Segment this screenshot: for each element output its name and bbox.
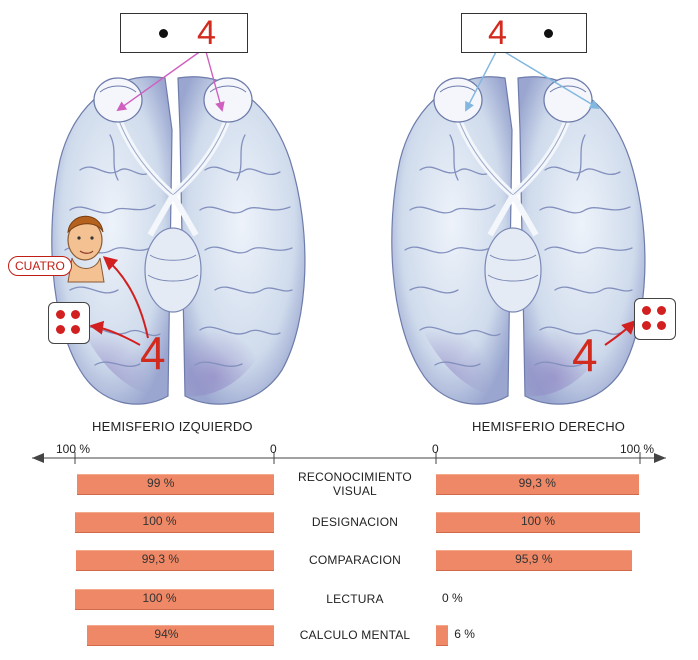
right-brainstem [485, 228, 541, 312]
scale-right-zero: 0 [432, 442, 439, 456]
right-hemisphere-label: HEMISFERIO DERECHO [472, 419, 625, 434]
left-hemisphere-label: HEMISFERIO IZQUIERDO [92, 419, 253, 434]
left-stimulus-box: 4 [120, 13, 248, 53]
scale-left-max: 100 % [56, 442, 90, 456]
scale-right-max: 100 % [620, 442, 654, 456]
left-brainstem [145, 228, 201, 312]
speaker-face-icon [68, 216, 104, 282]
right-answer-number: 4 [572, 332, 598, 378]
left-die-four-icon [48, 302, 90, 344]
left-stimulus-dot [159, 29, 168, 38]
scale-left-zero: 0 [270, 442, 277, 456]
left-eyes [94, 78, 252, 122]
right-brain [392, 48, 645, 404]
left-brain [52, 48, 305, 404]
right-stimulus-dot [544, 29, 553, 38]
right-die-four-icon [634, 298, 676, 340]
scale-axis [32, 452, 666, 464]
left-answer-number: 4 [140, 330, 166, 376]
right-stimulus-number: 4 [488, 16, 507, 50]
right-eyes [434, 78, 592, 122]
cuatro-speech-bubble: CUATRO [8, 256, 72, 276]
left-stimulus-number: 4 [197, 16, 216, 50]
right-stimulus-box: 4 [461, 13, 587, 53]
